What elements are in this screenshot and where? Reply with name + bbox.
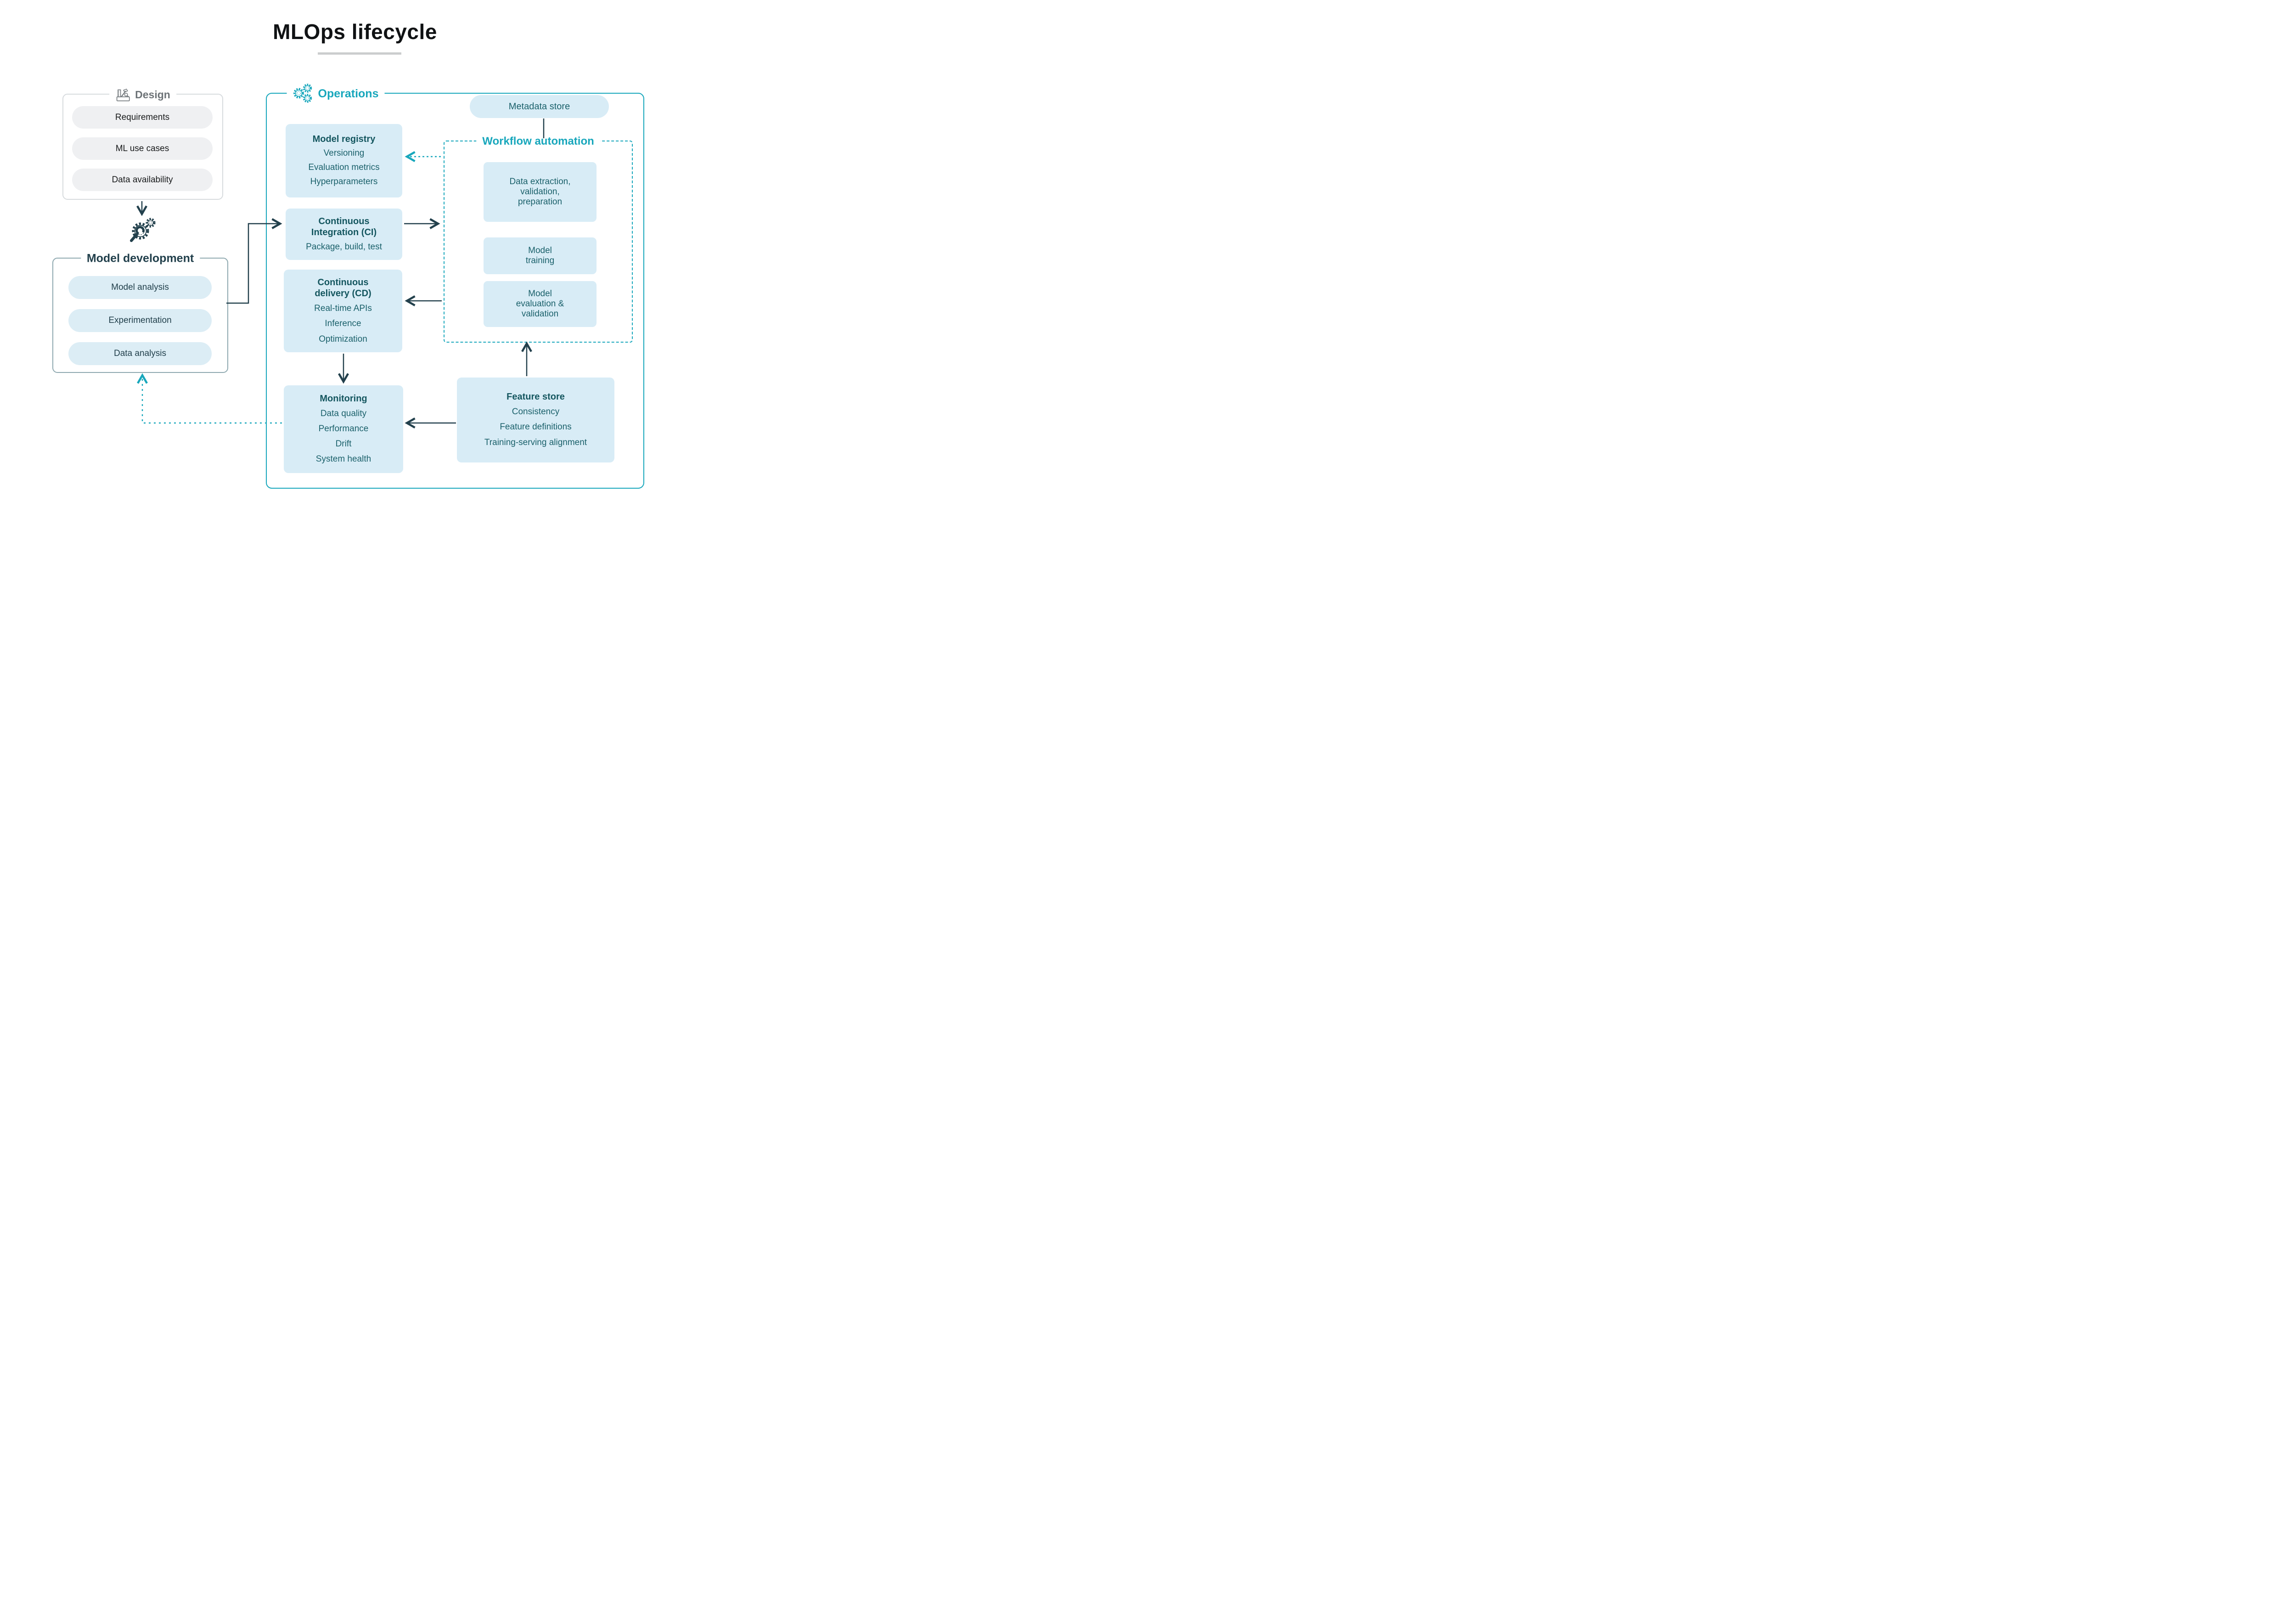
workflow-automation-title: Workflow automation [476,135,600,148]
metadata-store-pill: Metadata store [470,95,609,118]
wrench-gears-icon [127,217,159,244]
design-item-data-availability: Data availability [72,169,213,191]
design-panel: Design Requirements ML use cases Data av… [62,87,223,200]
design-panel-label: Design [135,88,170,101]
model-development-title: Model development [80,252,200,265]
model-development-panel: Model development Model analysis Experim… [52,252,228,373]
model-registry-card: Model registry Versioning Evaluation met… [286,124,402,197]
monitoring-title: Monitoring [320,393,367,404]
ci-title: Continuous Integration (CI) [311,216,377,237]
cd-item: Inference [325,319,361,329]
workflow-step-line: Model [528,289,552,299]
modeldev-item-model-analysis: Model analysis [68,276,212,299]
cd-item: Optimization [319,334,367,344]
model-registry-item: Versioning [323,148,365,158]
workflow-step-model-evaluation: Model evaluation & validation [484,281,597,327]
page-title: MLOps lifecycle [273,20,437,44]
workflow-step-line: evaluation & [516,299,564,309]
operations-label: Operations [318,87,379,100]
workflow-step-line: preparation [518,197,563,207]
monitoring-item: Data quality [320,408,367,418]
model-registry-title: Model registry [312,134,376,144]
workflow-step-line: training [525,256,555,265]
mlops-lifecycle-diagram: MLOps lifecycle Design Requirements ML u… [0,0,710,497]
ci-subtitle: Package, build, test [306,242,382,252]
design-item-ml-use-cases: ML use cases [72,137,213,160]
modeldev-item-data-analysis: Data analysis [68,342,212,365]
cd-item: Real-time APIs [314,304,372,314]
design-item-requirements: Requirements [72,106,213,129]
modeldev-item-experimentation: Experimentation [68,309,212,332]
design-panel-title: Design [109,87,176,102]
workflow-automation-panel: Workflow automation Data extraction, val… [444,135,633,343]
workflow-step-line: validation [521,309,559,319]
monitoring-card: Monitoring Data quality Performance Drif… [284,385,403,473]
workflow-step-data-extraction: Data extraction, validation, preparation [484,162,597,222]
monitoring-item: Performance [318,423,369,434]
workflow-step-line: Model [528,246,552,255]
workflow-step-model-training: Model training [484,237,597,274]
dashed-feedback-monitoring-to-modeldev [137,373,282,424]
monitoring-item: System health [315,454,371,464]
feature-store-item: Feature definitions [500,422,572,432]
cd-title: Continuous delivery (CD) [315,277,371,299]
feature-store-item: Training-serving alignment [484,437,587,447]
feature-store-item: Consistency [512,407,560,417]
monitoring-item: Drift [335,439,352,449]
continuous-integration-card: Continuous Integration (CI) Package, bui… [286,209,402,260]
model-registry-item: Evaluation metrics [308,162,380,172]
model-development-label: Model development [86,252,194,265]
toolbox-icon [115,87,131,102]
continuous-delivery-card: Continuous delivery (CD) Real-time APIs … [284,270,402,352]
title-underline [318,52,401,55]
model-registry-item: Hyperparameters [310,177,378,187]
feature-store-card: Feature store Consistency Feature defini… [457,378,614,462]
feature-store-title: Feature store [506,392,565,402]
workflow-automation-label: Workflow automation [482,135,594,147]
gears-icon [293,84,314,104]
workflow-step-line: Data extraction, [509,177,571,186]
workflow-step-line: validation, [520,187,560,197]
operations-panel-title: Operations [287,84,385,104]
